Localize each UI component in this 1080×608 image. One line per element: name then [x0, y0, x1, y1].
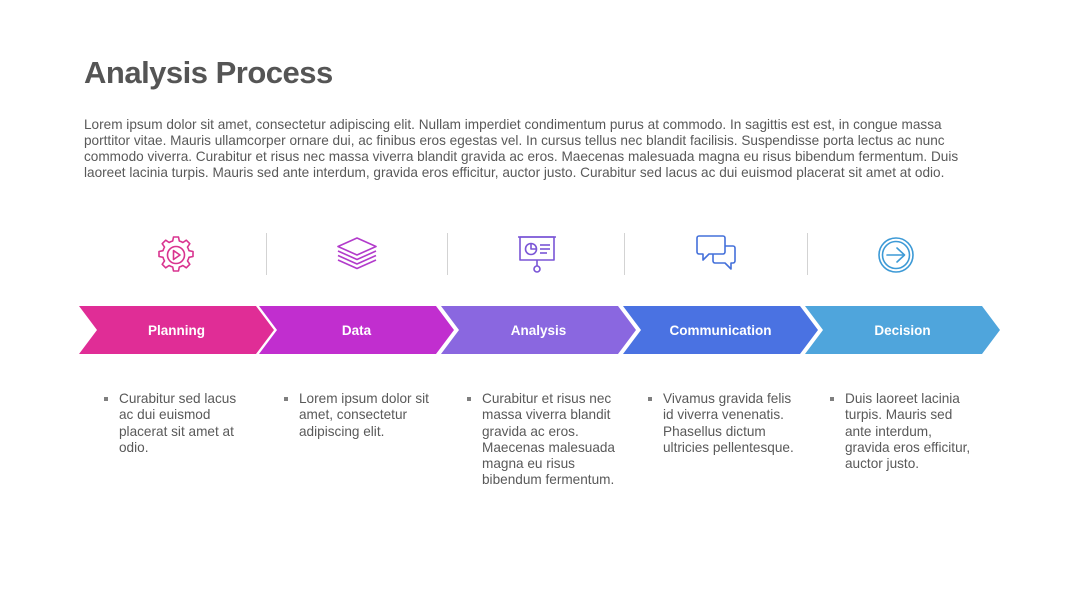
- step-bullet-list: Lorem ipsum dolor sit amet, consectetur …: [284, 391, 434, 440]
- step-label: Planning: [148, 322, 205, 338]
- step-planning-chevron: Planning: [79, 300, 274, 360]
- divider: [447, 233, 448, 275]
- step-analysis-chevron: Analysis: [441, 300, 636, 360]
- presentation-board-icon: [515, 230, 559, 280]
- page-title: Analysis Process: [84, 55, 333, 90]
- step-decision-chevron: Decision: [805, 300, 1000, 360]
- divider: [807, 233, 808, 275]
- arrow-circle-icon: [874, 230, 918, 280]
- bullet-item: Curabitur et risus nec massa viverra bla…: [467, 391, 617, 489]
- step-communication-chevron: Communication: [623, 300, 818, 360]
- step-bullet-list: Duis laoreet lacinia turpis. Mauris sed …: [830, 391, 980, 472]
- step-bullet-list: Curabitur et risus nec massa viverra bla…: [467, 391, 617, 489]
- step-label: Decision: [874, 322, 931, 338]
- bullet-item: Vivamus gravida felis id viverra venenat…: [648, 391, 798, 456]
- process-chevron-row: Planning Data Analysis Communication Dec…: [0, 300, 1080, 360]
- divider: [266, 233, 267, 275]
- gear-play-icon: [154, 230, 198, 280]
- layers-icon: [335, 230, 379, 280]
- intro-paragraph: Lorem ipsum dolor sit amet, consectetur …: [84, 117, 959, 180]
- icon-row: [0, 230, 1080, 282]
- chat-bubbles-icon: [695, 230, 739, 280]
- bullet-item: Duis laoreet lacinia turpis. Mauris sed …: [830, 391, 980, 472]
- bullet-item: Lorem ipsum dolor sit amet, consectetur …: [284, 391, 434, 440]
- step-label: Communication: [669, 322, 772, 338]
- step-label: Analysis: [510, 322, 567, 338]
- step-bullet-list: Curabitur sed lacus ac dui euismod place…: [104, 391, 249, 456]
- step-label: Data: [341, 322, 372, 338]
- step-data-chevron: Data: [259, 300, 454, 360]
- divider: [624, 233, 625, 275]
- step-bullet-list: Vivamus gravida felis id viverra venenat…: [648, 391, 798, 456]
- bullet-item: Curabitur sed lacus ac dui euismod place…: [104, 391, 249, 456]
